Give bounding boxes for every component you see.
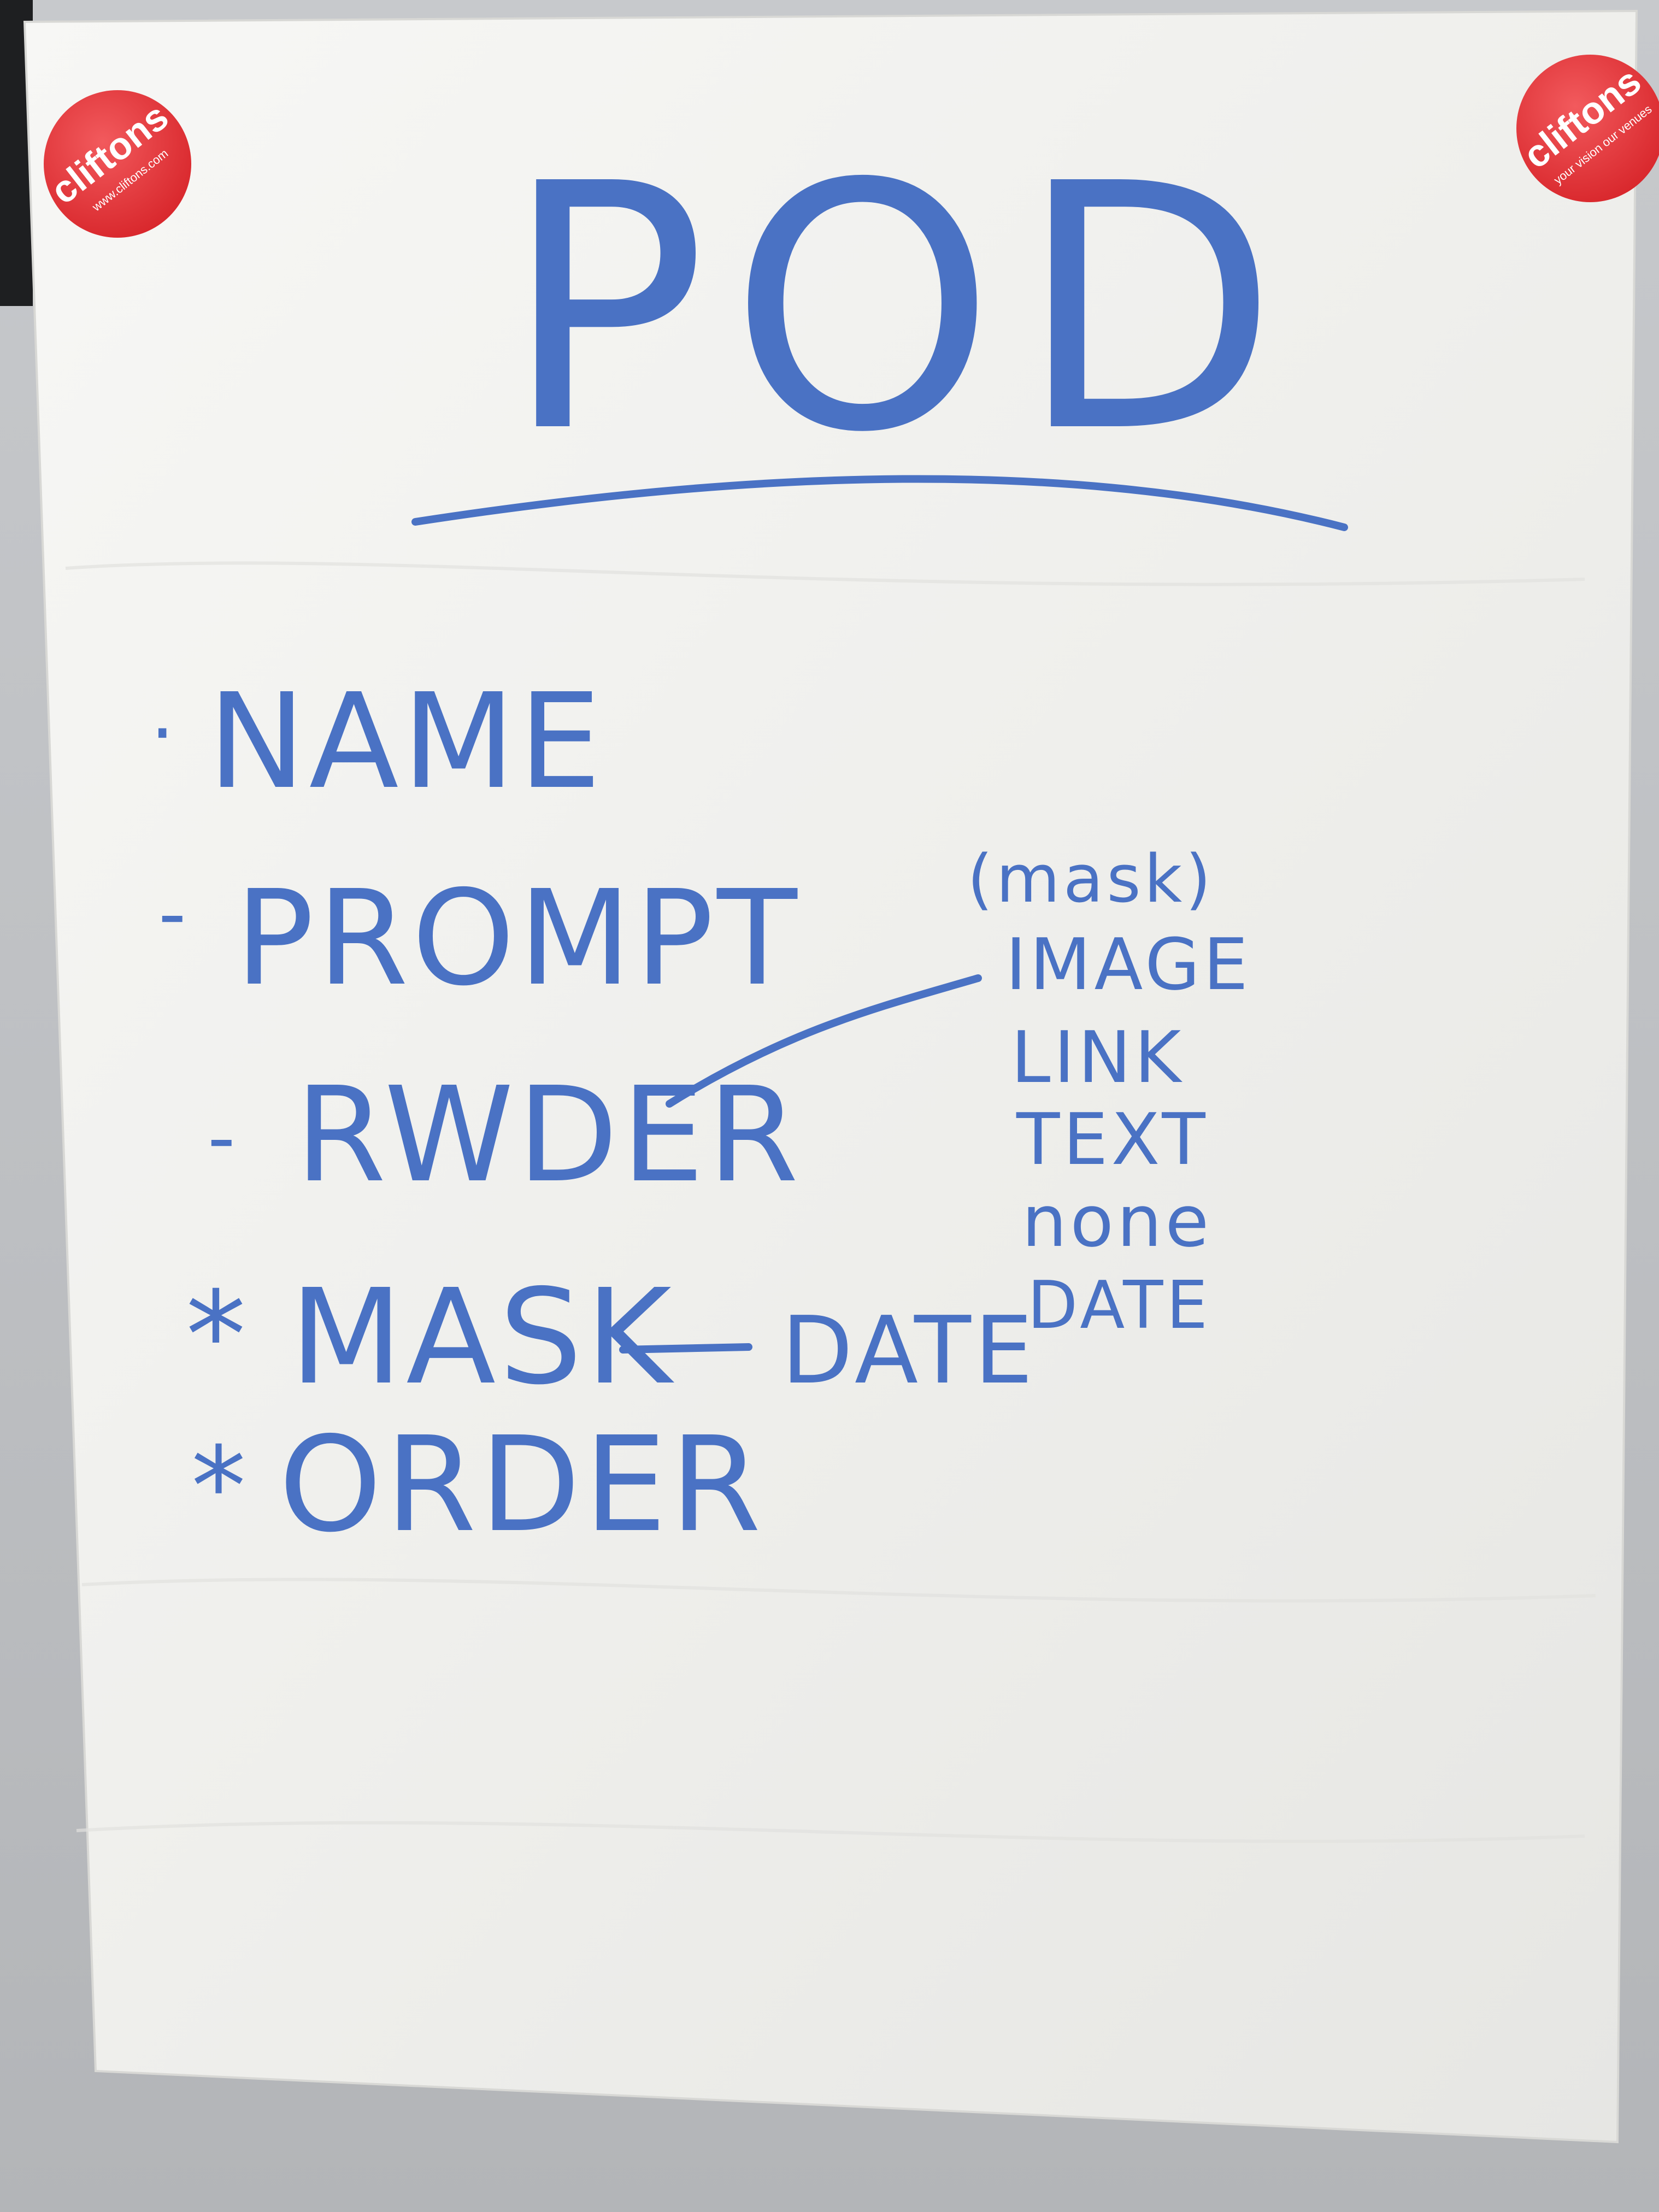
label-prompt: PROMPT bbox=[235, 862, 801, 1015]
connector-rwder-options bbox=[666, 974, 982, 1108]
option-date: DATE bbox=[1027, 1268, 1211, 1344]
paper-wrinkles bbox=[65, 561, 1596, 1843]
option-image: IMAGE bbox=[1005, 923, 1251, 1006]
bullet-order: * bbox=[191, 1423, 249, 1551]
connector-mask-date bbox=[619, 1343, 752, 1354]
label-mask-date: DATE bbox=[781, 1297, 1036, 1405]
bullet-name: · bbox=[150, 689, 178, 778]
flipchart-paper bbox=[23, 9, 1638, 2144]
option-none: none bbox=[1022, 1180, 1212, 1263]
bullet-prompt: - bbox=[158, 869, 190, 958]
title-underline bbox=[411, 475, 1348, 531]
label-mask: MASK bbox=[290, 1261, 675, 1414]
bullet-rwder: - bbox=[208, 1093, 239, 1183]
options-header: (mask) bbox=[967, 842, 1214, 917]
bullet-mask: * bbox=[186, 1266, 249, 1405]
magnet-right: cliftons your vision our venues bbox=[1515, 55, 1659, 202]
title-pod: POD bbox=[503, 113, 1300, 507]
option-text: TEXT bbox=[1016, 1098, 1209, 1181]
magnet-left: cliftons www.cliftons.com bbox=[43, 90, 191, 238]
label-rwder: RWDER bbox=[295, 1058, 802, 1211]
label-name: NAME bbox=[208, 665, 604, 818]
option-link: LINK bbox=[1011, 1016, 1184, 1099]
label-order: ORDER bbox=[279, 1408, 764, 1561]
